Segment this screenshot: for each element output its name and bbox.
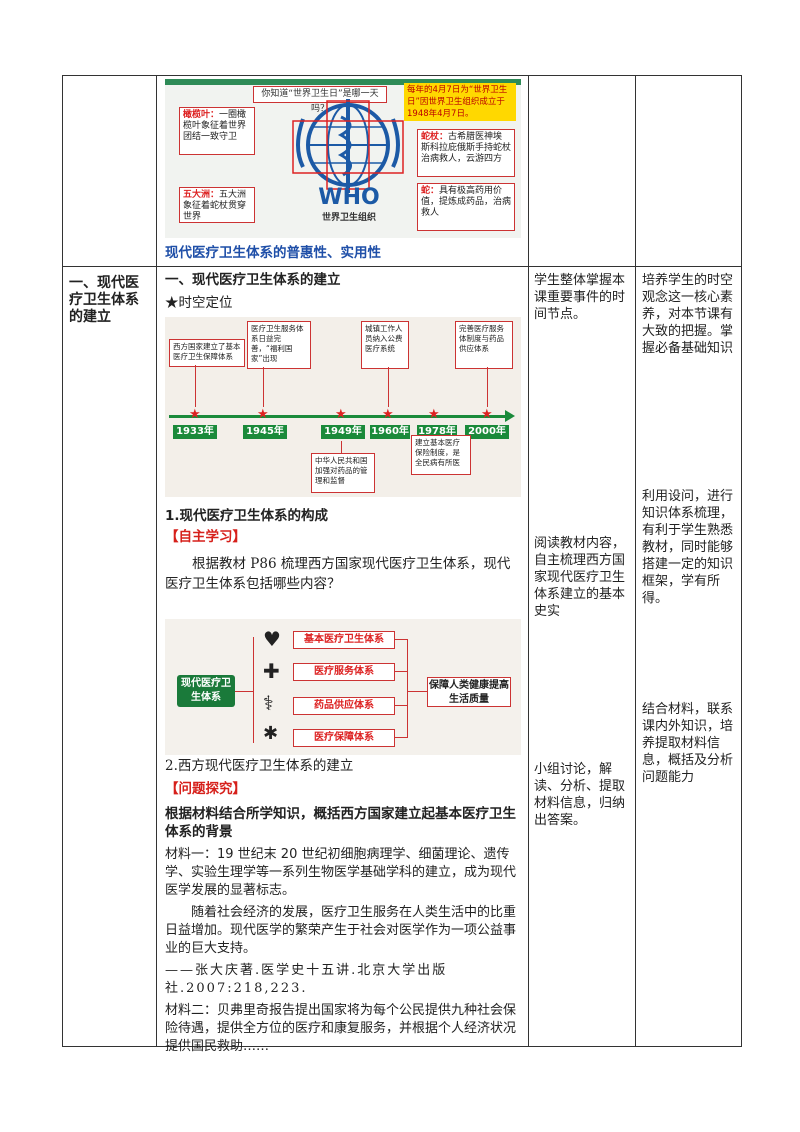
olive-note: 橄榄叶：一圈橄榄叶象征着世界团结一致守卫 [179, 107, 255, 155]
staff-note: 蛇杖：古希腊医神埃斯科拉庇俄斯手持蛇杖治病救人，云游四方 [417, 129, 515, 177]
material-one-para2: 随着社会经济的发展，医疗卫生服务在人类生活中的比重日益增加。现代医学的繁荣产生于… [165, 905, 517, 956]
star-icon: ★ [189, 407, 201, 422]
sub1-title: 1.现代医疗卫生体系的构成 [165, 508, 329, 524]
who-emblem-icon [292, 99, 404, 193]
inquiry-tag: 【问题探究】 [165, 781, 246, 797]
year-label: 1945年 [243, 425, 287, 439]
timeline-image: ★ ★ ★ ★ ★ ★ 1933年 1945年 1949年 1960年 1978… [165, 317, 521, 497]
year-label: 1960年 [370, 425, 410, 439]
medical-kit-icon: ✱ [263, 723, 279, 744]
note-1978: 建立基本医疗保险制度，是全民病有所医 [411, 435, 471, 475]
design-intent-2: 利用设问，进行知识体系梳理，有利于学生熟悉教材，同时能够搭建一定的知识框架，学有… [642, 489, 734, 606]
who-answer: 每年的4月7日为“世界卫生日”因世界卫生组织成立于1948年4月7日。 [404, 83, 516, 121]
diagram-item: 基本医疗卫生体系 [293, 631, 395, 649]
year-label: 2000年 [465, 425, 509, 439]
diagram-item: 医疗保障体系 [293, 729, 395, 747]
note-1945: 医疗卫生服务体系日益完善，“福利国家”出现 [247, 321, 311, 369]
material-one: 材料一：19 世纪末 20 世纪初细胞病理学、细菌理论、遗传学、实验生理学等一系… [165, 847, 517, 898]
inquiry-question: 根据材料结合所学知识，概括西方国家建立起基本医疗卫生体系的背景 [165, 806, 516, 840]
year-label: 1949年 [321, 425, 365, 439]
stethoscope-icon: ⚕ [263, 691, 274, 715]
material-two: 材料二：贝弗里奇报告提出国家将为每个公民提供九种社会保险待遇，提供全方位的医疗和… [165, 1003, 517, 1054]
star-icon: ★ [382, 407, 394, 422]
self-study-tag: 【自主学习】 [165, 529, 246, 545]
section-title: 一、现代医疗卫生体系的建立 [69, 275, 139, 325]
sub2-title: 2.西方现代医疗卫生体系的建立 [165, 758, 354, 774]
who-org-name: 世界卫生组织 [321, 213, 376, 223]
lesson-table: 你知道“世界卫生日”是哪一天吗？ 每年的4月7日为“世界卫生日”因世界卫生组织成… [62, 75, 742, 1054]
star-icon: ★ [428, 407, 440, 422]
system-diagram: 现代医疗卫生体系 ♥ ✚ ⚕ ✱ 基本医疗卫生体系 医疗服务体系 药品供应体系 … [165, 619, 521, 755]
design-intent-3: 结合材料，联系课内外知识，培养提取材料信息，概括及分析问题能力 [642, 702, 734, 785]
star-icon: ★ [257, 407, 269, 422]
year-label: 1933年 [173, 425, 217, 439]
student-activity-1: 学生整体掌握本课重要事件的时间节点。 [534, 273, 626, 322]
star-icon: ★ [335, 407, 347, 422]
student-activity-2: 阅读教材内容，自主梳理西方国家现代医疗卫生体系建立的基本史实 [534, 536, 626, 619]
note-1933: 西方国家建立了基本医疗卫生保障体系 [169, 339, 245, 367]
who-logo-text: WHO [318, 185, 380, 210]
diagram-item: 药品供应体系 [293, 697, 395, 715]
continents-note: 五大洲：五大洲象征着蛇杖贯穿世界 [179, 187, 255, 223]
star-label: ★时空定位 [165, 295, 233, 311]
main-heading: 一、现代医疗卫生体系的建立 [165, 272, 341, 288]
plus-circle-icon: ✚ [263, 659, 280, 683]
design-intent-1: 培养学生的时空观念这一核心素养，对本节课有大致的把握。掌握必备基础知识 [642, 273, 734, 356]
note-1949: 中华人民共和国加强对药品的管理和监督 [311, 453, 375, 493]
star-icon: ★ [481, 407, 493, 422]
diagram-item: 医疗服务体系 [293, 663, 395, 681]
who-emblem-image: 你知道“世界卫生日”是哪一天吗？ 每年的4月7日为“世界卫生日”因世界卫生组织成… [165, 79, 521, 238]
heart-pulse-icon: ♥ [263, 627, 281, 651]
diagram-center: 现代医疗卫生体系 [177, 675, 235, 707]
note-1960: 城镇工作人员纳入公费医疗系统 [361, 321, 409, 369]
material-one-source: ——张大庆著.医学史十五讲.北京大学出版社.2007:218,223. [165, 963, 448, 996]
diagram-goal: 保障人类健康提高生活质量 [427, 677, 511, 707]
self-study-text: 根据教材 P86 梳理西方国家现代医疗卫生体系，现代医疗卫生体系包括哪些内容？ [165, 556, 511, 592]
who-question: 你知道“世界卫生日”是哪一天吗？ [253, 86, 387, 114]
note-2000: 完善医疗服务体制度与药品供应体系 [455, 321, 513, 369]
student-activity-3: 小组讨论，解读、分析、提取材料信息，归纳出答案。 [534, 762, 626, 828]
snake-note: 蛇：具有极高药用价值，提炼成药品，治病救人 [417, 183, 515, 231]
row1-caption: 现代医疗卫生体系的普惠性、实用性 [165, 245, 381, 261]
